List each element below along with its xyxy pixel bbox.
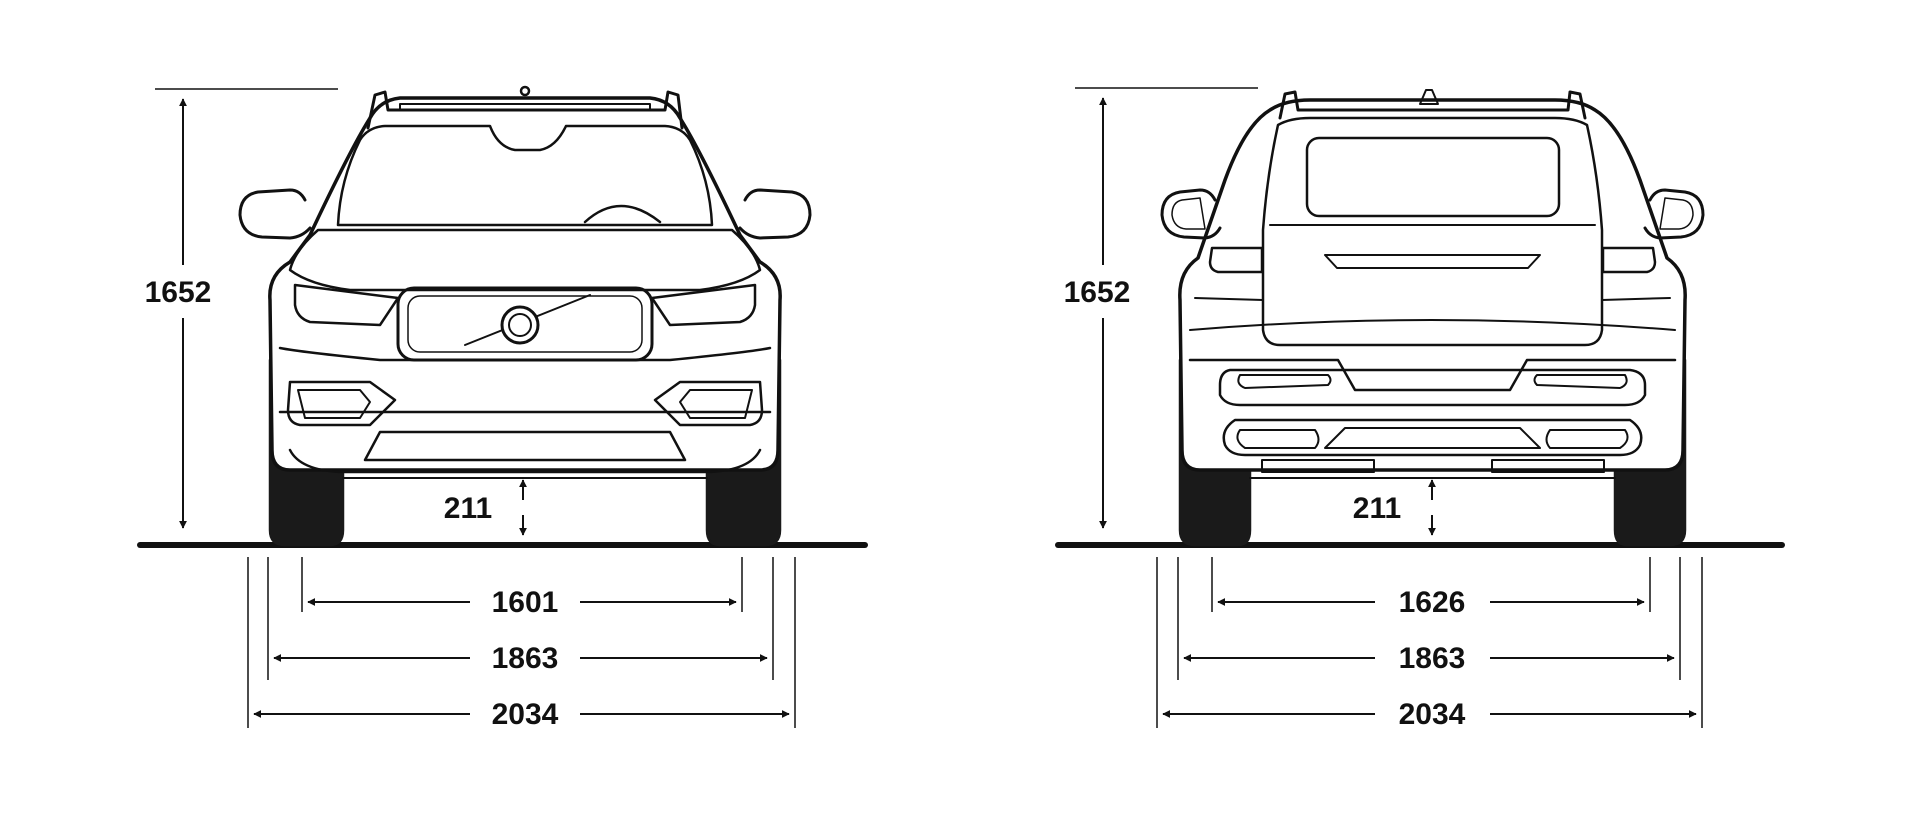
front-windshield (336, 124, 714, 227)
front-view (137, 85, 868, 548)
front-lower-intake (363, 430, 687, 462)
front-clearance-label: 211 (444, 492, 492, 525)
front-logo-icon (500, 305, 540, 345)
front-steering-wheel (583, 204, 662, 224)
rear-right-light-bar (1601, 297, 1671, 301)
front-left-foglamp (297, 389, 371, 419)
rear-dimension-labels: 1652 211 1626 1863 2034 (1064, 276, 1466, 731)
front-skid-plate (288, 448, 762, 474)
rear-mirrors-width-label: 2034 (1399, 698, 1466, 731)
rear-left-mirror (1160, 188, 1222, 240)
rear-left-mirror-glass (1171, 197, 1206, 230)
front-right-headlight (650, 283, 757, 327)
front-bumper-line (278, 346, 772, 362)
rear-right-exhaust (1545, 429, 1629, 449)
front-body-outline (268, 96, 782, 472)
rear-diffuser (1222, 418, 1643, 457)
rear-left-exhaust (1236, 429, 1320, 449)
front-dimensions (155, 88, 796, 728)
front-right-mirror (738, 188, 812, 240)
rear-body-outline (1178, 98, 1687, 472)
rear-body-crease (1189, 319, 1676, 331)
rear-right-mirror (1643, 188, 1705, 240)
rear-bumper-panel (1218, 368, 1647, 407)
front-hood (288, 228, 762, 292)
rear-clearance-label: 211 (1353, 492, 1401, 525)
rear-bumper-upper (1188, 358, 1677, 392)
front-dimension-labels: 1652 211 1601 1863 2034 (145, 276, 559, 731)
rear-tailgate (1261, 116, 1604, 347)
rear-window (1305, 136, 1561, 218)
rear-left-taillight (1208, 246, 1264, 274)
rear-underbody-left (1261, 459, 1375, 473)
front-right-foglight (653, 380, 764, 427)
rear-left-reflector (1237, 374, 1332, 389)
front-logo-inner (508, 313, 532, 337)
rear-view (1055, 89, 1785, 548)
rear-shark-fin (1419, 89, 1439, 105)
rear-underbody-right (1491, 459, 1605, 473)
front-mirrors-width-label: 2034 (492, 698, 559, 731)
front-left-mirror (238, 188, 312, 240)
rear-right-mirror-glass (1659, 197, 1694, 230)
rear-right-reflector (1533, 374, 1628, 389)
front-width-label: 1863 (492, 642, 559, 675)
front-grille-inner (407, 295, 643, 353)
rear-left-light-bar (1194, 297, 1264, 301)
rear-height-label: 1652 (1064, 276, 1131, 309)
front-roof-antenna (399, 103, 651, 111)
rear-handle-recess (1324, 254, 1541, 269)
rear-width-label: 1863 (1399, 642, 1466, 675)
front-antenna-nub (519, 85, 531, 97)
front-left-foglight (286, 380, 397, 427)
rear-dimensions (1075, 87, 1703, 728)
front-height-label: 1652 (145, 276, 212, 309)
front-right-foglamp (679, 389, 753, 419)
rear-track-label: 1626 (1399, 586, 1466, 619)
front-track-label: 1601 (492, 586, 559, 619)
rear-roof-rail (1278, 90, 1587, 120)
rear-center-diffuser (1324, 427, 1541, 449)
rear-right-taillight (1601, 246, 1657, 274)
front-left-headlight (293, 283, 400, 327)
